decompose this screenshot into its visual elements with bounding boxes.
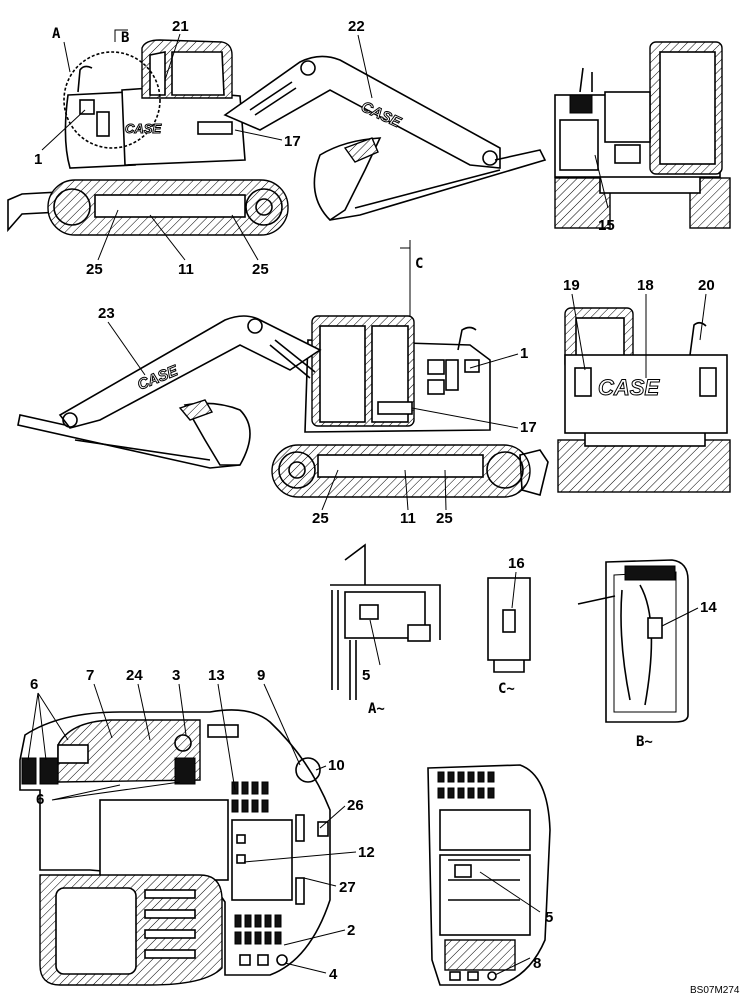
callout-1-left: 1 bbox=[34, 151, 42, 168]
view-ref-b: B bbox=[121, 30, 129, 46]
callout-7: 7 bbox=[86, 667, 94, 684]
view-title-a: A~ bbox=[368, 701, 385, 717]
callout-25-right-b: 25 bbox=[436, 510, 453, 527]
callout-2: 2 bbox=[347, 922, 355, 939]
callout-17-right: 17 bbox=[520, 419, 537, 436]
callout-14: 14 bbox=[700, 599, 717, 616]
callout-26: 26 bbox=[347, 797, 364, 814]
callout-23: 23 bbox=[98, 305, 115, 322]
drawing-code: BS07M274 bbox=[690, 985, 740, 996]
callout-24: 24 bbox=[126, 667, 143, 684]
callout-17-left: 17 bbox=[284, 133, 301, 150]
excavator-right-side-view: CASE bbox=[17, 240, 549, 498]
callout-16: 16 bbox=[508, 555, 525, 572]
callout-19: 19 bbox=[563, 277, 580, 294]
callout-1-right: 1 bbox=[520, 345, 528, 362]
excavator-rear-view bbox=[554, 41, 731, 229]
callout-5-engine: 5 bbox=[545, 909, 553, 926]
callout-13: 13 bbox=[208, 667, 225, 684]
callout-3: 3 bbox=[172, 667, 180, 684]
callout-4: 4 bbox=[329, 966, 338, 983]
detail-view-c bbox=[487, 571, 531, 673]
callout-22: 22 bbox=[348, 18, 365, 35]
detail-view-a bbox=[330, 543, 441, 700]
excavator-top-view bbox=[19, 709, 331, 986]
callout-11-left: 11 bbox=[178, 261, 194, 278]
view-ref-c: C bbox=[415, 256, 423, 272]
excavator-front-view: CASE bbox=[557, 307, 731, 493]
callout-27: 27 bbox=[339, 879, 356, 896]
view-title-b: B~ bbox=[636, 734, 653, 750]
view-title-c: C~ bbox=[498, 681, 515, 697]
view-ref-a: A bbox=[52, 26, 61, 42]
callout-12: 12 bbox=[358, 844, 375, 861]
callout-9: 9 bbox=[257, 667, 265, 684]
callout-20: 20 bbox=[698, 277, 715, 294]
vent-grid-bottom bbox=[234, 914, 282, 945]
callout-8: 8 bbox=[533, 955, 541, 972]
callout-5-detail-a: 5 bbox=[362, 667, 370, 684]
callout-6-top: 6 bbox=[30, 676, 38, 693]
brand-logo-body-left: CASE bbox=[125, 121, 161, 136]
callout-25-right-a: 25 bbox=[312, 510, 329, 527]
detail-view-b bbox=[577, 559, 689, 723]
callout-6-bottom: 6 bbox=[36, 791, 44, 808]
callout-25-left-b: 25 bbox=[252, 261, 269, 278]
callout-11-right: 11 bbox=[400, 510, 416, 527]
callout-10: 10 bbox=[328, 757, 345, 774]
callout-18: 18 bbox=[637, 277, 654, 294]
callout-15: 15 bbox=[598, 217, 615, 234]
excavator-left-side-view: CASE CASE bbox=[7, 29, 547, 236]
callout-21: 21 bbox=[172, 18, 189, 35]
detail-view-engine-side bbox=[427, 764, 551, 986]
callout-25-left-a: 25 bbox=[86, 261, 103, 278]
brand-logo-front: CASE bbox=[598, 375, 660, 400]
